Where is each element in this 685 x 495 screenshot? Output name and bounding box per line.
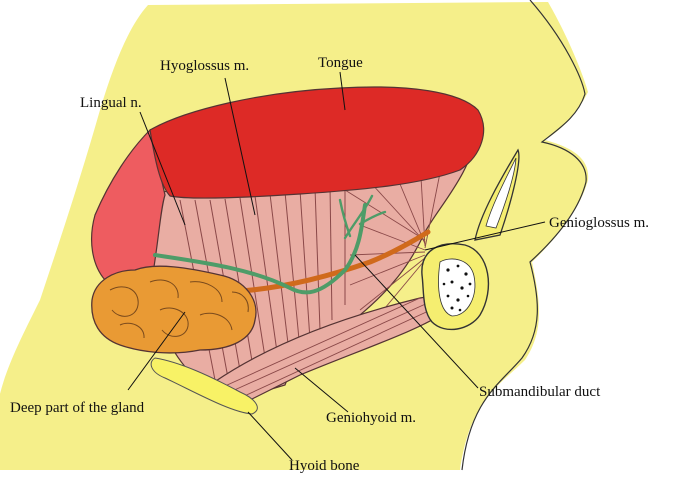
gland-lobules (109, 279, 249, 339)
hyoid-bone (150, 357, 258, 415)
submandibular-duct (222, 229, 431, 295)
leader-lines (127, 71, 546, 461)
geniohyoid-fibers (224, 297, 436, 399)
incisor-tooth (474, 148, 520, 241)
label-genioglossus: Genioglossus m. (549, 215, 649, 231)
label-hyoid-bone: Hyoid bone (289, 458, 360, 474)
label-deep-part-gland: Deep part of the gland (10, 400, 145, 416)
incisor-tooth-crown (485, 157, 517, 229)
lingual-nerve (153, 203, 367, 295)
deep-gland (91, 265, 257, 354)
label-geniohyoid: Geniohyoid m. (326, 410, 416, 426)
lingual-nerve-branches (338, 194, 387, 240)
label-submandibular-duct: Submandibular duct (479, 384, 601, 400)
label-tongue: Tongue (318, 55, 363, 71)
label-lingual-nerve: Lingual n. (80, 95, 142, 111)
face-profile-line (461, 0, 587, 471)
tongue-side (90, 128, 166, 291)
label-hyoglossus: Hyoglossus m. (160, 58, 249, 74)
bone-speckles (442, 264, 472, 312)
